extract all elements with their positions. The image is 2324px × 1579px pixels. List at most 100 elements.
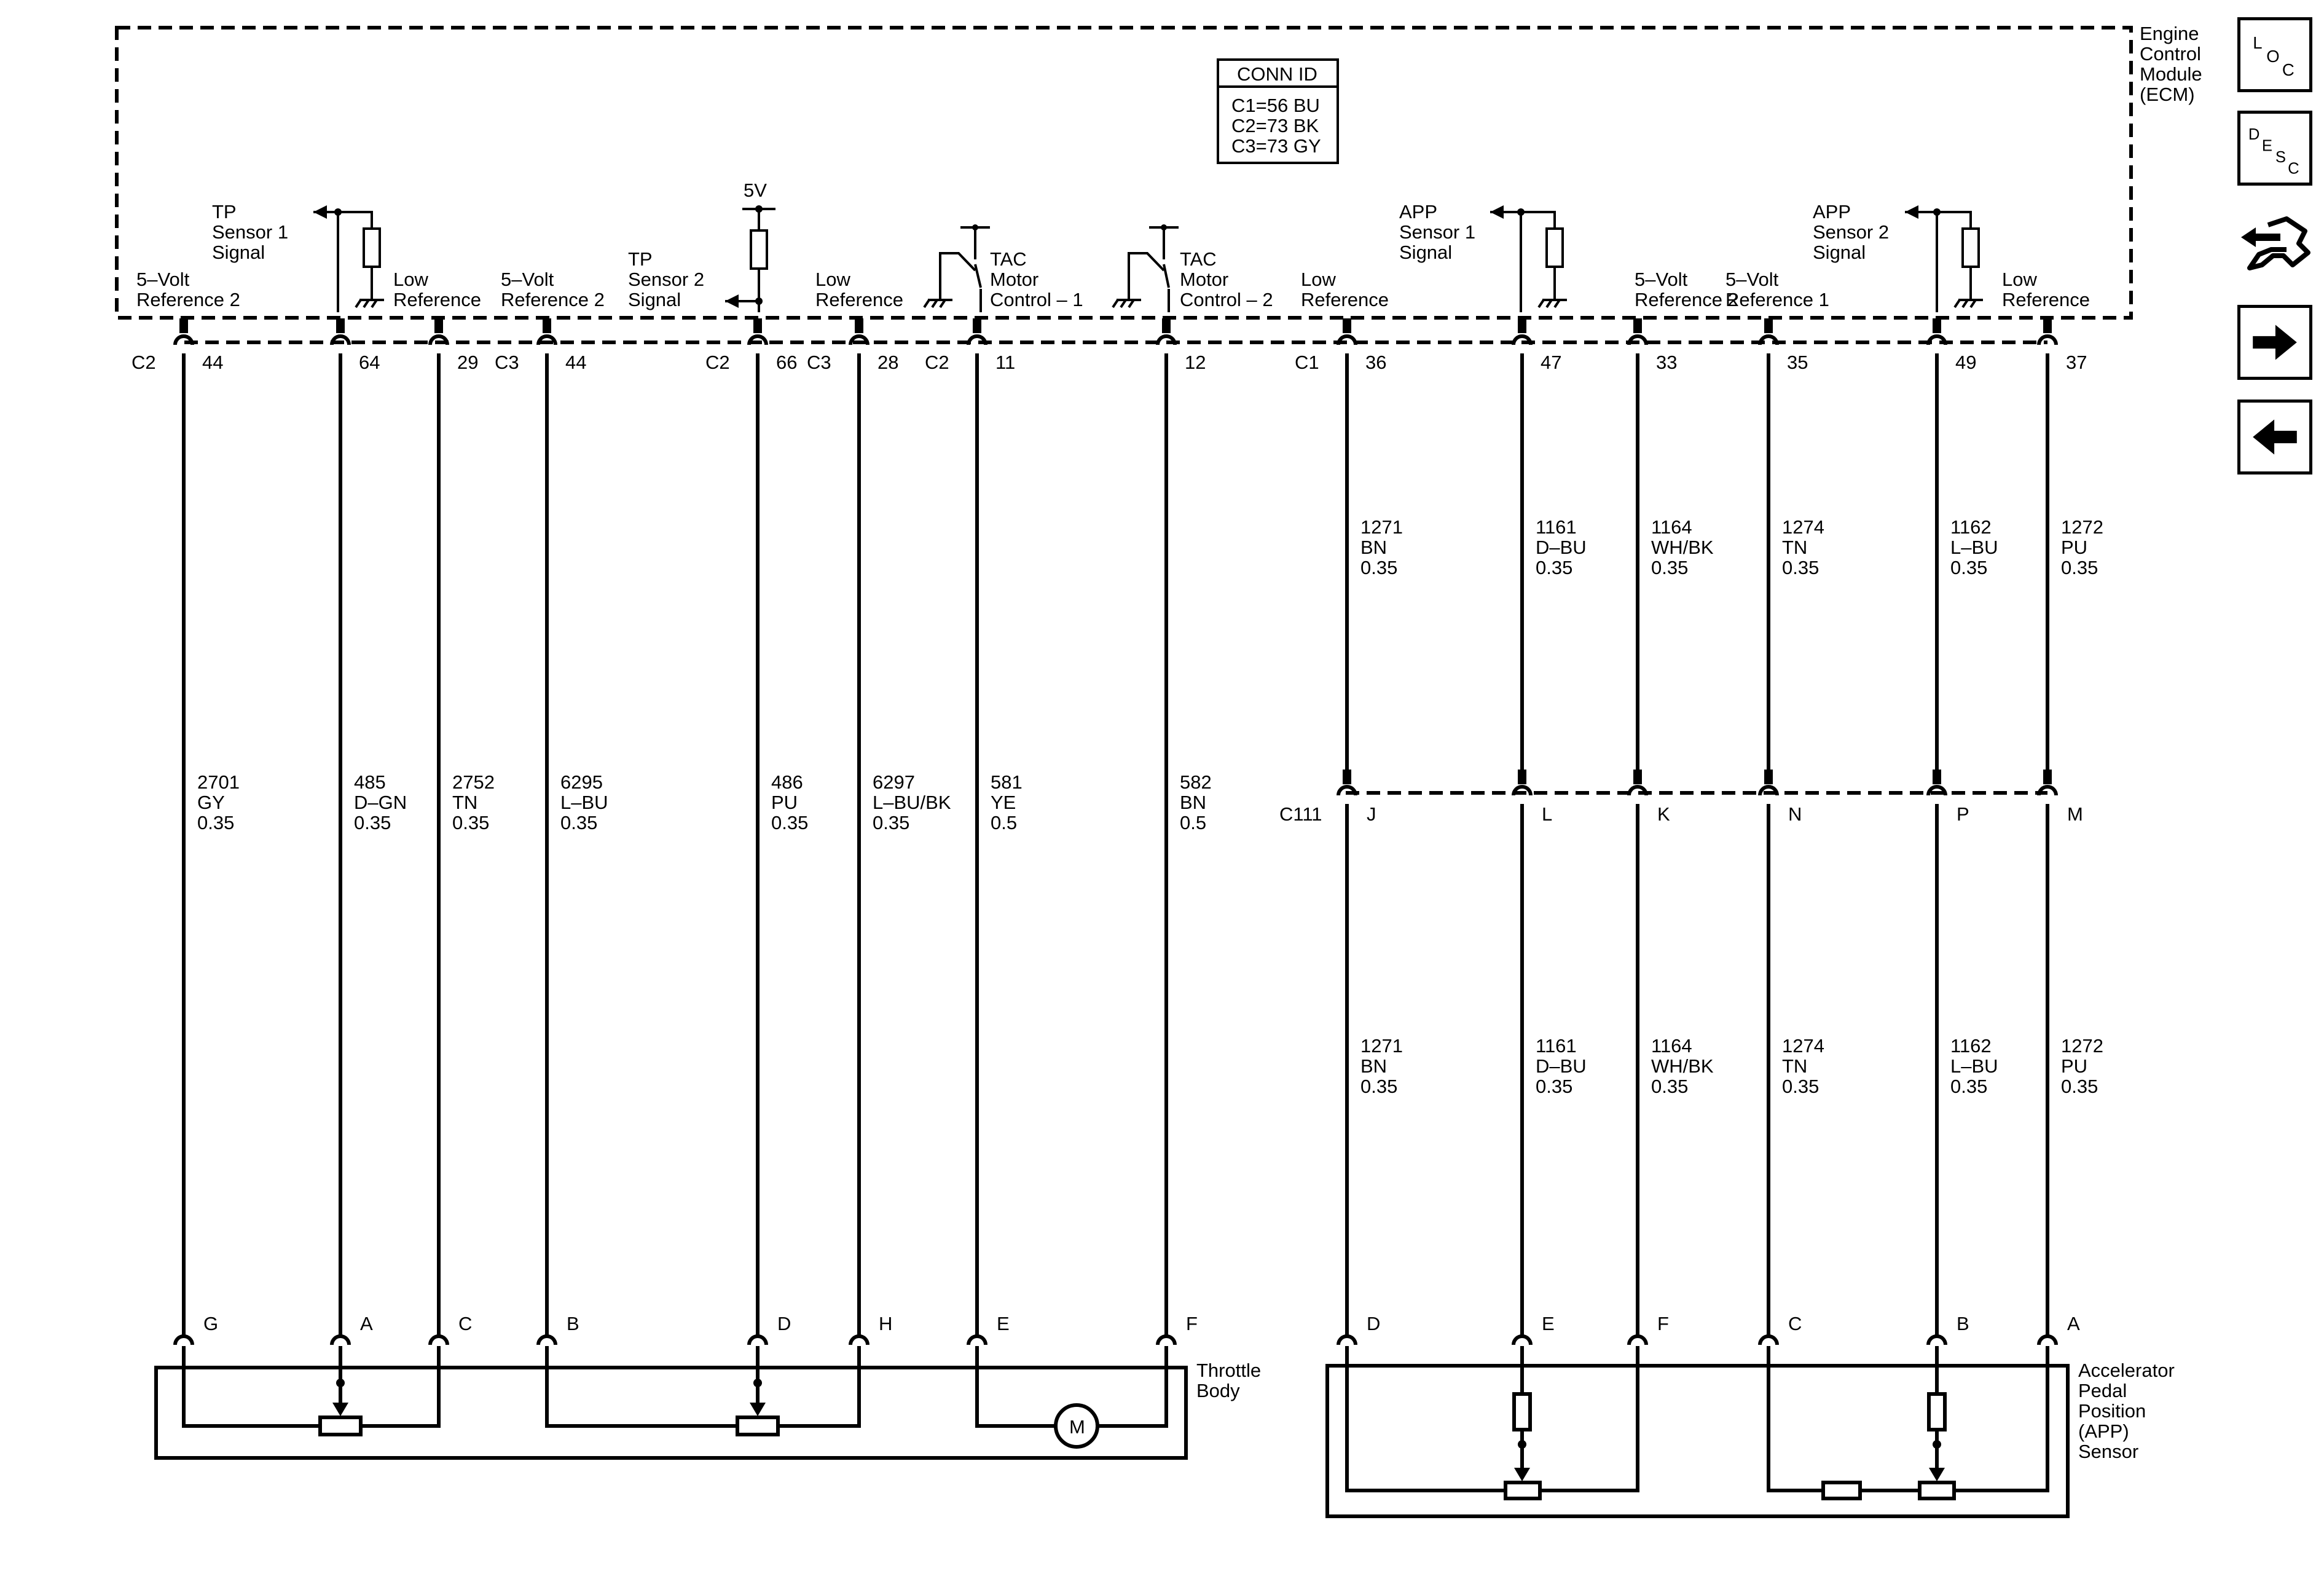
- throttle-pin-letter: C: [458, 1313, 472, 1334]
- wire-circuit: 6297: [873, 771, 915, 793]
- ecm-pin-stub: [1162, 318, 1171, 333]
- description-icon: D E S C: [2248, 126, 2299, 177]
- ecm-pin-stub: [855, 318, 863, 333]
- c111-terminal: [1926, 785, 1947, 796]
- wire-gauge: 0.35: [1360, 1076, 1397, 1097]
- component-locator-icon: L O C: [2253, 33, 2295, 79]
- ecm-pin-number: 44: [565, 352, 586, 373]
- tp2-internal-circuit: 5V: [725, 179, 775, 312]
- label-low-ref-28: Low Reference: [815, 269, 903, 310]
- c111-terminal: [1337, 785, 1357, 796]
- ecm-terminal: [428, 334, 449, 345]
- ecm-pin-stub: [2043, 318, 2052, 333]
- connector-tool-button[interactable]: [2237, 207, 2312, 282]
- description-button[interactable]: D E S C: [2237, 111, 2312, 186]
- ecm-connector-id: C2: [705, 352, 730, 373]
- conn-id-title: CONN ID: [1237, 63, 1317, 85]
- conn-id-c2: C2=73 BK: [1231, 115, 1319, 136]
- ecm-terminal: [849, 334, 870, 345]
- throttle-body: M Throttle Body: [154, 1346, 1261, 1460]
- tp1-internal-circuit: [313, 205, 384, 312]
- wire-color: WH/BK: [1651, 537, 1714, 558]
- ecm-pin-stub: [1343, 318, 1351, 333]
- throttle-terminal: [330, 1334, 351, 1345]
- wire-color: D–GN: [354, 792, 407, 813]
- wire-gauge: 0.35: [1536, 557, 1572, 578]
- wire-circuit: 485: [354, 771, 386, 793]
- wire-circuit: 581: [991, 771, 1023, 793]
- next-page-button[interactable]: [2237, 305, 2312, 380]
- label-app-sensor1-signal: APP Sensor 1 Signal: [1399, 201, 1481, 263]
- app-sensor: Accelerator Pedal Position (APP) Sensor: [1325, 1346, 2180, 1518]
- throttle-terminal: [428, 1334, 449, 1345]
- app-sensor-label: Accelerator Pedal Position (APP) Sensor: [2078, 1360, 2180, 1462]
- app-terminal: [1512, 1334, 1533, 1345]
- wire-gauge: 0.35: [1360, 557, 1397, 578]
- ecm-connector-id: C1: [1295, 352, 1319, 373]
- app-pin-letter: F: [1657, 1313, 1669, 1334]
- previous-page-button[interactable]: [2237, 400, 2312, 474]
- wire-gauge: 0.35: [197, 812, 234, 833]
- previous-page-icon: [2253, 419, 2297, 455]
- wire-color: TN: [1782, 537, 1807, 558]
- c111-pin-letter: J: [1367, 803, 1376, 825]
- svg-text:C: C: [2288, 160, 2299, 177]
- ecm-pin-stub: [973, 318, 981, 333]
- c111-pin-stub: [1343, 770, 1351, 784]
- wire-color: BN: [1360, 1055, 1387, 1077]
- tp1-potentiometer: [318, 1416, 363, 1436]
- ecm-pin-number: 47: [1541, 352, 1561, 373]
- wire-circuit: 1271: [1360, 1035, 1403, 1057]
- label-5v-ref2-33: 5–Volt Reference 2: [1635, 269, 1738, 310]
- ecm-connector-id: C3: [495, 352, 519, 373]
- throttle-motor: [1054, 1403, 1099, 1449]
- next-page-icon: [2253, 325, 2297, 360]
- label-low-ref-37: Low Reference: [2002, 269, 2090, 310]
- wire-color: PU: [2061, 537, 2087, 558]
- svg-text:C: C: [2282, 60, 2295, 79]
- ecm-terminal: [1337, 334, 1357, 345]
- throttle-pin-letter: H: [879, 1313, 892, 1334]
- app-terminal: [1926, 1334, 1947, 1345]
- c111-terminal: [1758, 785, 1779, 796]
- c111-terminal: [1627, 785, 1648, 796]
- app-pin-letter: D: [1367, 1313, 1380, 1334]
- wire-gauge: 0.35: [1782, 1076, 1819, 1097]
- ecm-terminal: [1627, 334, 1648, 345]
- app-terminal: [1627, 1334, 1648, 1345]
- ecm-pin-number: 35: [1787, 352, 1808, 373]
- conn-id-box: CONN ID C1=56 BU C2=73 BK C3=73 GY: [1217, 58, 1339, 164]
- svg-text:E: E: [2262, 138, 2272, 155]
- c111-terminal: [1512, 785, 1533, 796]
- connector-tool-icon: [2241, 216, 2310, 270]
- svg-text:O: O: [2266, 47, 2279, 66]
- wire-circuit: 2701: [197, 771, 240, 793]
- ecm-connector-id: C3: [807, 352, 831, 373]
- wire-gauge: 0.35: [1950, 1076, 1987, 1097]
- ecm-terminal: [536, 334, 557, 345]
- ecm-pin-number: 37: [2066, 352, 2087, 373]
- motor-symbol: M: [1069, 1416, 1085, 1438]
- wire-circuit: 582: [1180, 771, 1212, 793]
- ecm-pin-stub: [1633, 318, 1642, 333]
- ecm-name: Engine Control Module (ECM): [2140, 23, 2207, 105]
- app2-internal-circuit: [1905, 205, 1983, 312]
- ecm-pin-stub: [753, 318, 762, 333]
- c111-pin-letter: K: [1657, 803, 1670, 825]
- ecm-pin-number: 66: [776, 352, 797, 373]
- ecm-terminal: [747, 334, 768, 345]
- app2-fixed-resistor: [1821, 1481, 1862, 1500]
- ecm-pin-stub: [543, 318, 551, 333]
- wire-gauge: 0.35: [354, 812, 391, 833]
- wire-color: BN: [1180, 792, 1206, 813]
- ecm-pin-number: 29: [457, 352, 478, 373]
- wire-color: PU: [2061, 1055, 2087, 1077]
- ecm-pin-number: 12: [1185, 352, 1206, 373]
- component-locator-button[interactable]: L O C: [2237, 17, 2312, 92]
- wire-gauge: 0.35: [1651, 1076, 1688, 1097]
- svg-text:S: S: [2275, 149, 2286, 166]
- ecm-terminal: [1156, 334, 1177, 345]
- ecm-pin-number: 49: [1955, 352, 1976, 373]
- wire-gauge: 0.35: [1536, 1076, 1572, 1097]
- svg-text:L: L: [2253, 33, 2262, 52]
